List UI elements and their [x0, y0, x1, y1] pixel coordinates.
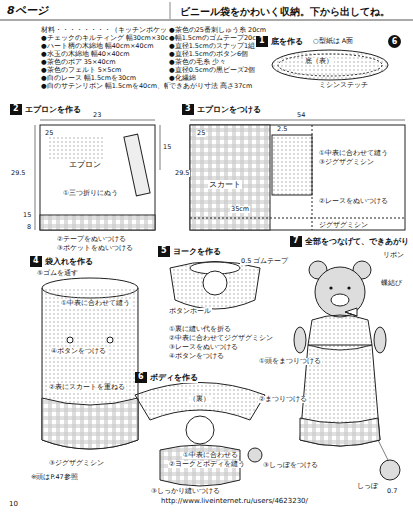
step-heading: 7全部をつなげて、できあがり	[290, 236, 409, 247]
step-number: 5	[158, 246, 170, 257]
note-text: ③レースをぬいつける	[168, 344, 239, 351]
note-text: ●ハート柄の木綿地 幅40cm×40cm	[40, 43, 155, 50]
note-text: ①裏に縫い代を折る	[168, 326, 232, 333]
step-title: エプロンを作る	[25, 104, 81, 115]
note-text: ●チェックのキルティング 幅30cm×30cm	[40, 35, 176, 42]
note-text: ④ボタンをつける	[50, 348, 107, 355]
note-text: ③ジグザグミシン	[318, 159, 375, 166]
note-text: ③しっかり縫いつける	[150, 488, 221, 495]
step-title: エプロンをつける	[197, 104, 261, 115]
note-text: 15	[162, 144, 172, 151]
step-heading: 3エプロンをつける	[182, 104, 261, 115]
note-text: ①頭をまつりつける	[258, 358, 322, 365]
note-text: 2.5	[276, 126, 288, 133]
note-text: ②レースをぬいつける	[318, 198, 389, 205]
note-text: 54	[296, 112, 306, 119]
note-text: ※頭はP.47参照	[30, 474, 79, 481]
note-text: ①三つ折りにぬう	[62, 190, 119, 197]
step-heading: 4袋入れを作る	[30, 256, 93, 267]
note-text: ○型紙は A面	[312, 38, 354, 45]
note-text: 35cm	[230, 206, 250, 213]
note-text: 25	[44, 130, 54, 137]
note-text: 25	[196, 130, 206, 137]
note-text: ③ポケットをぬいつける	[56, 245, 134, 252]
note-text: ●直径1.5cmのボタン6個	[168, 51, 249, 58]
step-title: ボディを作る	[150, 372, 198, 383]
note-text: ②中表に合わせてジグザグミシン	[168, 335, 274, 342]
step-number: 6	[135, 372, 147, 383]
note-text: ②表にスカートを重ねる	[48, 384, 126, 391]
note-text: 0.7	[386, 488, 398, 495]
step-number: 4	[30, 256, 42, 267]
note-text: スカート	[208, 180, 242, 189]
note-text: ②まつりつける	[258, 396, 308, 403]
page-title: ビニール袋をかわいく収納。下から出してね。	[180, 5, 390, 19]
note-text: 23	[92, 112, 102, 119]
pattern-number-circle: 6	[388, 35, 401, 48]
note-text: ●幅1.5cmのゴムテープ20cm	[168, 35, 263, 42]
note-text: 8ページ	[6, 5, 49, 18]
note-text: 29.5	[174, 170, 190, 177]
note-text: ●茶色の毛糸 少々	[168, 59, 227, 66]
note-text: できあがり寸法 高さ37cm	[168, 83, 253, 90]
note-text: ⑤ゴムを通す	[36, 270, 79, 277]
note-text: ③ジグザグミシン	[48, 460, 105, 467]
note-text: 蝶結び	[380, 280, 403, 287]
step-title: 全部をつなげて、できあがり	[305, 236, 409, 247]
note-text: ●水玉の木綿地 幅40×40cm	[40, 51, 131, 58]
step-title: ヨークを作る	[173, 246, 221, 257]
note-text: 29.5	[10, 170, 26, 177]
note-text: ①中表に合わせて縫う	[318, 150, 389, 157]
step-title: 底を作る	[271, 36, 303, 47]
step-heading: 6ボディを作る	[135, 372, 198, 383]
note-text: ②ヨークとボディを縫う	[168, 461, 246, 468]
note-text: ●茶色のボア 35×40cm	[40, 59, 117, 66]
note-text: ①中表に合わせて縫う	[60, 300, 131, 307]
note-text: しっぽ	[356, 483, 379, 490]
note-text: ①中表に合わせる	[182, 452, 239, 459]
note-text: エプロン	[68, 160, 102, 169]
note-text: 8	[26, 224, 32, 231]
note-text: ●茶色の25番刺しゅう糸 20cm	[168, 27, 267, 34]
step-heading: 2エプロンを作る	[10, 104, 81, 115]
note-text: ④ボタンをつける	[168, 353, 225, 360]
note-text: ②テープをぬいつける	[56, 236, 127, 243]
note-text: ③しっぽをつける	[262, 462, 319, 469]
note-text: ミシンステッチ	[318, 82, 369, 89]
note-text: ジグザグミシン	[318, 222, 369, 229]
note-text: ●茶色のフェルト 5×5cm	[40, 67, 122, 74]
note-text: ボタンホール	[168, 308, 212, 315]
note-text: 0.5 ゴムテープ	[240, 258, 289, 265]
step-title: 袋入れを作る	[45, 256, 93, 267]
note-text: 10	[8, 500, 19, 508]
note-text: 15	[22, 212, 32, 219]
note-text: http://www.liveinternet.ru/users/4623230…	[160, 497, 309, 505]
step-number: 2	[10, 104, 22, 115]
note-text: 底（表）	[304, 58, 334, 65]
step-heading: 1底を作る	[256, 36, 303, 47]
step-number: 1	[256, 36, 268, 47]
note-text: （裏）	[188, 396, 211, 403]
step-number: 3	[182, 104, 194, 115]
note-text: ●白のレース 幅1.5cmを30cm	[40, 75, 137, 82]
step-number: 6	[388, 35, 401, 48]
note-text: ●直径0.5cmの黒ビーズ2個	[168, 67, 256, 74]
note-text: リボン	[382, 252, 405, 259]
note-text: 材料・・・・・・・・（キッチンポケット）	[40, 27, 182, 34]
step-number: 7	[290, 236, 302, 247]
note-text: ●直径1.5cmのスナップ1組	[168, 43, 256, 50]
note-text: ●化繊綿	[168, 75, 197, 82]
step-heading: 5ヨークを作る	[158, 246, 221, 257]
